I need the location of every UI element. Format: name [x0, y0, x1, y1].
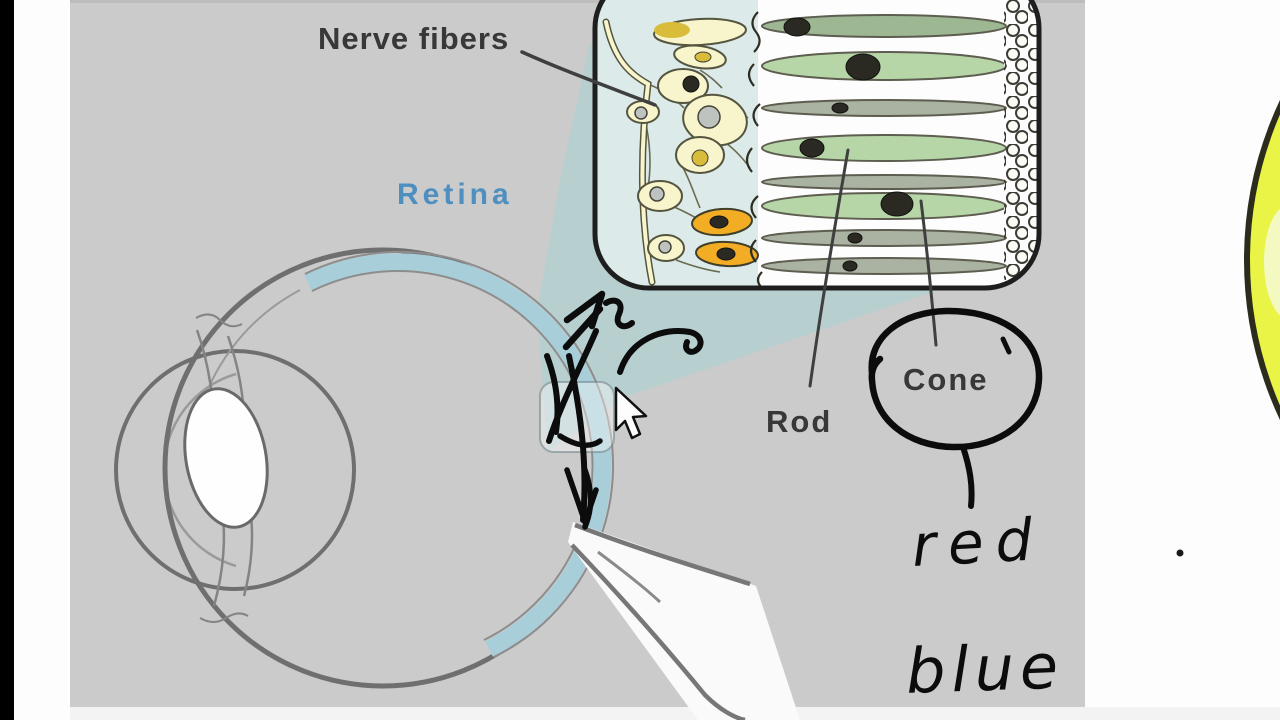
cone-label: Cone: [903, 362, 989, 397]
content-top-edge: [70, 0, 1085, 3]
cornea: [114, 349, 356, 591]
pigment-bubble-column: [1004, 0, 1038, 280]
ink-annotations: [544, 290, 1043, 530]
cone-to-red-line: [960, 444, 975, 509]
handwritten-red: red: [910, 505, 1046, 580]
stray-dot: [1176, 549, 1184, 557]
photoreceptor-layer: [761, 14, 1007, 275]
letterbox-left-bar: [0, 0, 14, 720]
rod-label: Rod: [766, 404, 832, 439]
lens: [183, 387, 269, 529]
optic-nerve: [568, 522, 800, 720]
nerve-fibers-label: Nerve fibers: [318, 21, 509, 56]
ink-hook-annotation: [617, 328, 704, 375]
mouse-cursor-icon: [614, 386, 648, 440]
photoreceptor-nuclei: [783, 17, 914, 272]
tick-mark: [1000, 336, 1012, 355]
nerve-fibers-pointer-line: [520, 50, 657, 107]
inset-border: [592, 0, 1042, 291]
cone-circle-annotation: [868, 307, 1043, 451]
ink-arrow-annotation: [562, 290, 635, 351]
retina-inset: [595, 0, 1039, 288]
rod-pointer-line: [808, 148, 850, 388]
bottom-strip: [70, 707, 1280, 720]
retina-label: Retina: [397, 178, 513, 211]
ink-scribble-annotation: [544, 328, 603, 530]
eye-diagram: [114, 247, 800, 720]
handwritten-blue: blue: [905, 629, 1065, 707]
nerve-cell-layer: [602, 17, 759, 286]
cone-pointer-line: [919, 199, 938, 347]
yellow-circle-partial: [1244, 100, 1280, 420]
